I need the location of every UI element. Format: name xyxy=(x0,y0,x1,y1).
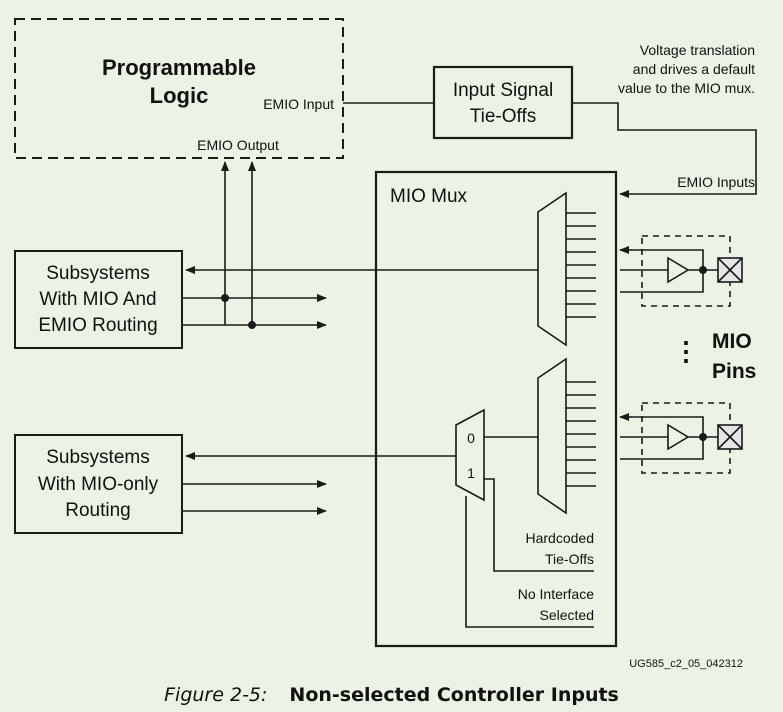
junction-dot xyxy=(248,321,256,329)
tieoffs-label-2: Tie-Offs xyxy=(470,106,537,127)
upper-mux-inputs xyxy=(566,212,596,318)
emio-inputs-line xyxy=(572,102,757,198)
lower-buffer xyxy=(667,423,690,451)
junction-dot xyxy=(221,294,229,302)
mio-mux-label: MIO Mux xyxy=(390,186,468,207)
sub2-label-2: With MIO-only xyxy=(38,474,159,495)
voltage-note-2: and drives a default xyxy=(633,61,755,77)
subsystem-mio-emio-box xyxy=(14,250,183,349)
nointerface-label-2: Selected xyxy=(540,607,594,623)
mux-input-0: 0 xyxy=(467,430,475,446)
sub1-label-3: EMIO Routing xyxy=(38,315,157,336)
emio-input-label: EMIO Input xyxy=(263,96,334,112)
voltage-note-3: value to the MIO mux. xyxy=(618,80,755,96)
lower-mio-mux xyxy=(537,357,567,515)
junction-dot xyxy=(699,266,707,274)
mux-input-1: 1 xyxy=(467,465,475,481)
caption-label: Figure 2-5: xyxy=(164,684,268,706)
sub1-label-1: Subsystems xyxy=(46,263,149,284)
caption-title: Non-selected Controller Inputs xyxy=(289,684,619,706)
voltage-note-1: Voltage translation xyxy=(640,42,755,58)
hardcoded-label-2: Tie-Offs xyxy=(545,551,594,567)
lower-mux-inputs xyxy=(566,381,596,487)
block-diagram: Programmable Logic EMIO Input EMIO Outpu… xyxy=(14,18,757,670)
sub2-label-3: Routing xyxy=(65,500,131,521)
tieoffs-label-1: Input Signal xyxy=(453,80,553,101)
nointerface-label-1: No Interface xyxy=(518,586,594,602)
mio-pins-label-1: MIO xyxy=(712,330,752,353)
mio-mux-box xyxy=(374,170,618,648)
figure-caption: Figure 2-5: Non-selected Controller Input… xyxy=(0,684,783,706)
pl-title-2: Logic xyxy=(150,83,209,108)
tieoffs-box xyxy=(432,65,574,140)
mio-pins-label-2: Pins xyxy=(712,360,756,383)
small-2to1-mux xyxy=(455,408,485,502)
figure-id: UG585_c2_05_042312 xyxy=(629,658,743,670)
hardcoded-tieoff-line xyxy=(484,478,594,572)
upper-buffer xyxy=(667,256,690,284)
vertical-dots: ⋮ xyxy=(673,336,699,366)
sub2-label-1: Subsystems xyxy=(46,447,149,468)
hardcoded-label-1: Hardcoded xyxy=(526,530,595,546)
upper-mio-mux xyxy=(537,191,567,347)
no-interface-line xyxy=(465,496,594,628)
pl-title-1: Programmable xyxy=(102,55,256,80)
emio-inputs-label: EMIO Inputs xyxy=(677,174,755,190)
sub1-label-2: With MIO And xyxy=(39,289,156,310)
programmable-logic-box xyxy=(14,18,344,159)
junction-dot xyxy=(699,433,707,441)
emio-output-label: EMIO Output xyxy=(197,137,279,153)
